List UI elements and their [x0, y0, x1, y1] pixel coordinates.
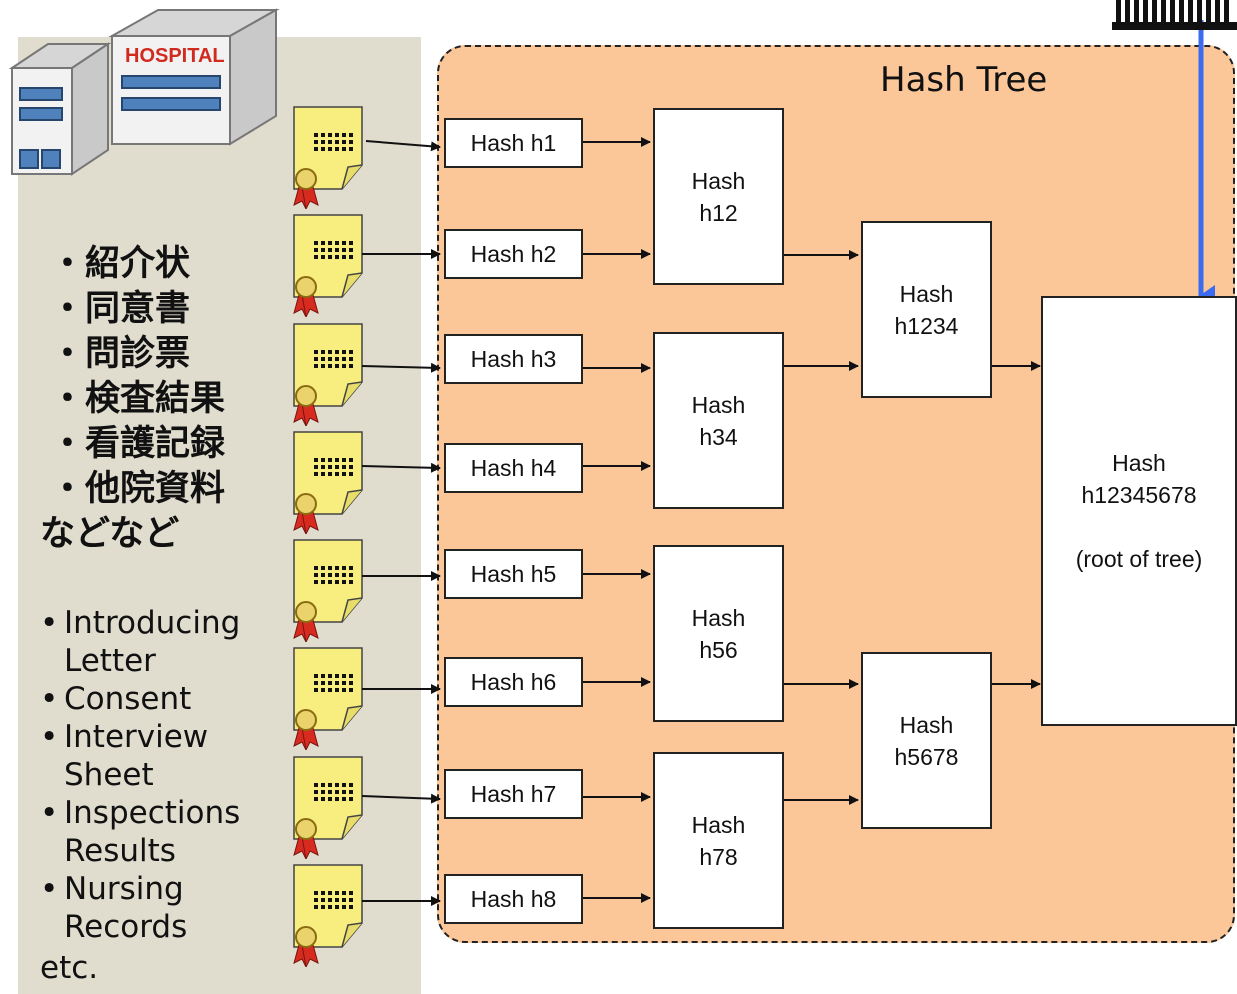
hash-leaf-h1: Hash h1: [444, 118, 583, 168]
certificate-document-icon: [293, 323, 363, 426]
certificate-document-icon: [293, 539, 363, 642]
hospital-label: HOSPITAL: [125, 45, 225, 67]
timestamp-anchor-icon: [1112, 0, 1237, 30]
hash-node-h56: Hash h56: [653, 545, 784, 722]
document-en-line: Inspections: [64, 795, 241, 831]
document-jp-item: ・他院資料: [50, 469, 226, 509]
hash-node-id: h1234: [894, 312, 959, 339]
hash-node-id: h34: [699, 423, 738, 450]
document-en-line: Consent: [64, 681, 192, 717]
certificate-document-icon: [293, 431, 363, 534]
certificate-document-icon: [293, 106, 363, 209]
certificate-document-icon: [293, 756, 363, 859]
arrow-doc7-h7: [361, 793, 441, 804]
hash-node-label: Hash: [899, 280, 954, 307]
hash-leaf-h4: Hash h4: [444, 443, 583, 493]
hash-node-label: Hash: [691, 811, 746, 838]
document-en-item: Interview Sheet: [40, 718, 240, 794]
hash-node-h1234: Hash h1234: [861, 221, 992, 398]
document-en-item: Inspections Results: [40, 794, 240, 870]
hash-node-id: h56: [699, 636, 738, 663]
hash-leaf-h7: Hash h7: [444, 769, 583, 819]
document-en-line: Nursing: [64, 871, 184, 907]
document-en-item: Consent: [40, 680, 240, 718]
hash-root-label: Hash: [1112, 450, 1166, 476]
document-en-item: Introducing Letter: [40, 604, 240, 680]
hash-leaf-h2: Hash h2: [444, 229, 583, 279]
hash-leaf-h6: Hash h6: [444, 657, 583, 707]
hash-node-h12: Hash h12: [653, 108, 784, 285]
hash-node-label: Hash: [691, 167, 746, 194]
hash-node-label: Hash: [691, 391, 746, 418]
hash-leaf-h5: Hash h5: [444, 549, 583, 599]
document-jp-item: ・看護記録: [50, 424, 226, 464]
hash-node-label: Hash: [691, 604, 746, 631]
hash-root-caption: (root of tree): [1075, 546, 1203, 572]
arrow-doc4-h4: [361, 462, 441, 473]
hash-node-h78: Hash h78: [653, 752, 784, 929]
hospital-building-icon: [8, 8, 280, 176]
hash-root-id: h12345678: [1081, 482, 1197, 508]
document-en-line: Records: [64, 909, 188, 945]
document-en-line: Introducing: [64, 605, 241, 641]
document-en-line: Sheet: [64, 757, 154, 793]
hash-tree-title: Hash Tree: [880, 60, 1048, 100]
hash-node-id: h5678: [894, 743, 959, 770]
hash-node-label: Hash: [899, 711, 954, 738]
document-en-line: Letter: [64, 643, 156, 679]
arrow-doc3-h3: [361, 362, 441, 373]
hash-leaf-h3: Hash h3: [444, 334, 583, 384]
hash-node-h34: Hash h34: [653, 332, 784, 509]
certificate-document-icon: [293, 647, 363, 750]
hash-node-id: h12: [699, 199, 738, 226]
document-en-line: Interview: [64, 719, 209, 755]
document-jp-item: ・同意書: [50, 289, 191, 329]
document-jp-item: ・問診票: [50, 334, 191, 374]
document-en-line: Results: [64, 833, 176, 869]
documents-en-list: Introducing Letter Consent Interview She…: [40, 604, 240, 946]
arrow-doc1-h1: [365, 140, 441, 152]
documents-jp-etc: などなど: [40, 514, 180, 554]
documents-en-etc: etc.: [40, 950, 99, 986]
certificate-document-icon: [293, 864, 363, 967]
document-en-item: Nursing Records: [40, 870, 240, 946]
hash-root-node: Hash h12345678 (root of tree): [1041, 296, 1237, 726]
documents-jp-list: ・紹介状 ・同意書 ・問診票 ・検査結果 ・看護記録 ・他院資料: [50, 242, 225, 512]
document-jp-item: ・紹介状: [50, 244, 191, 284]
hash-leaf-h8: Hash h8: [444, 874, 583, 924]
hash-node-h5678: Hash h5678: [861, 652, 992, 829]
document-jp-item: ・検査結果: [50, 379, 226, 419]
hash-node-id: h78: [699, 843, 738, 870]
certificate-document-icon: [293, 214, 363, 317]
